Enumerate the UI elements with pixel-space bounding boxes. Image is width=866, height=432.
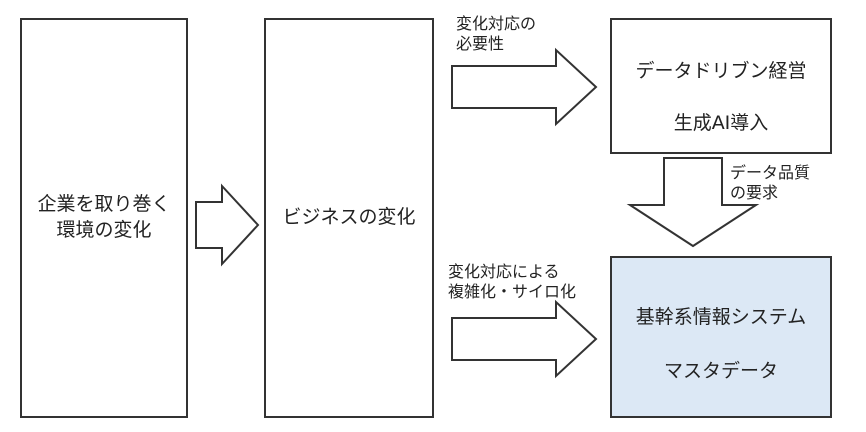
gen-ai-text: 生成AI導入 xyxy=(673,112,769,134)
core-systems-text: 基幹系情報システム xyxy=(635,306,807,328)
arrow-business-to-systems xyxy=(451,299,598,379)
core-systems-box: 基幹系情報システム マスタデータ xyxy=(610,256,832,418)
arrow-initiatives-to-systems xyxy=(626,157,760,248)
label-data-quality: データ品質 の要求 xyxy=(730,163,811,202)
environment-change-box: 企業を取り巻く 環境の変化 xyxy=(20,18,188,418)
business-change-text: ビジネスの変化 xyxy=(282,206,416,229)
arrow-business-to-initiatives xyxy=(451,47,598,127)
data-driven-text: データドリブン経営 xyxy=(635,60,807,82)
arrow-environment-to-business xyxy=(195,183,260,267)
environment-change-text: 企業を取り巻く 環境の変化 xyxy=(37,193,171,241)
label-need-for-change: 変化対応の 必要性 xyxy=(456,14,537,53)
label-complexity-silo: 変化対応による 複雑化・サイロ化 xyxy=(448,262,577,301)
business-change-box: ビジネスの変化 xyxy=(264,18,434,418)
master-data-text: マスタデータ xyxy=(663,360,778,382)
data-driven-box: データドリブン経営 生成AI導入 xyxy=(610,18,832,154)
